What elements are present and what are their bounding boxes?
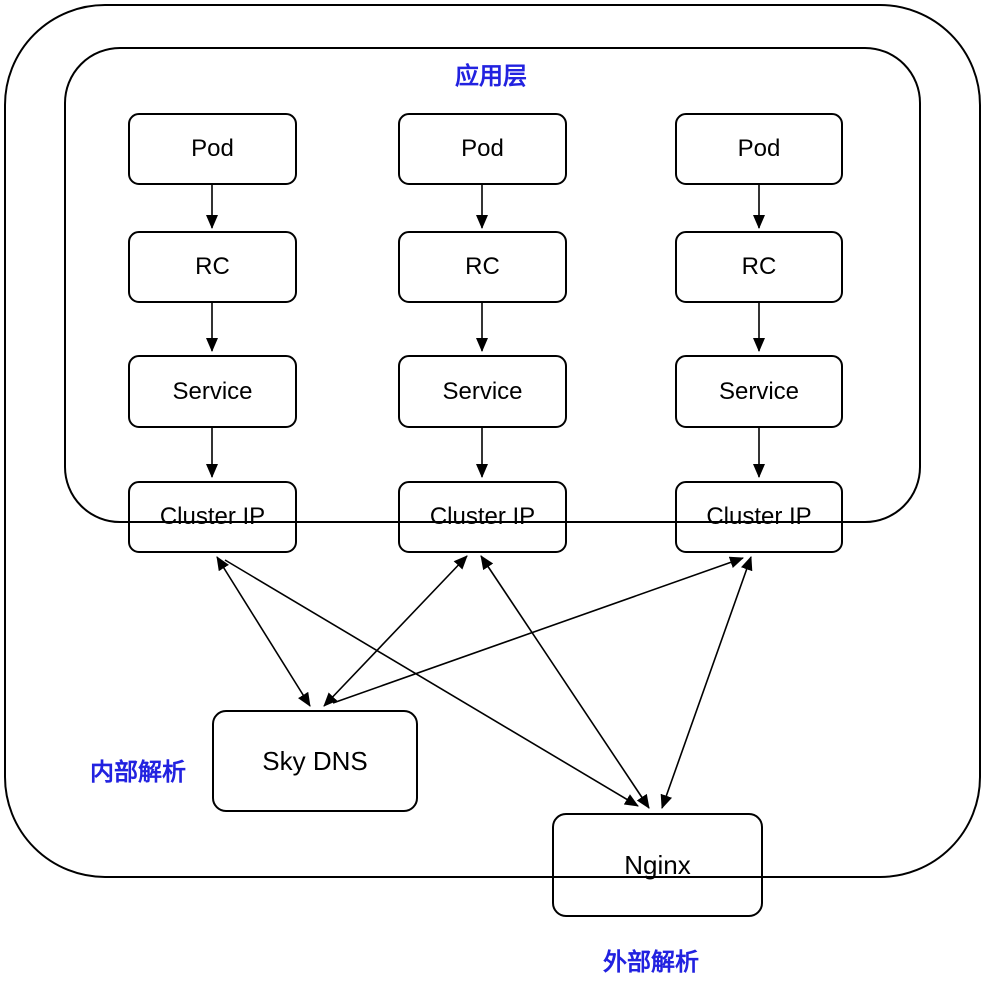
app-layer-label: 应用层 (455, 63, 527, 90)
node-service-3: Service (675, 355, 843, 428)
node-cluster-ip-1: Cluster IP (128, 481, 297, 553)
node-service-2: Service (398, 355, 567, 428)
node-sky-dns: Sky DNS (212, 710, 418, 812)
node-rc-2: RC (398, 231, 567, 303)
edge-clusterip3-nginx (660, 556, 753, 809)
node-rc-3: RC (675, 231, 843, 303)
external-resolution-label: 外部解析 (603, 949, 699, 976)
edge-clusterip2-skydns (323, 555, 468, 707)
node-service-1: Service (128, 355, 297, 428)
node-nginx: Nginx (552, 813, 763, 917)
internal-resolution-label: 内部解析 (90, 759, 186, 786)
node-cluster-ip-3: Cluster IP (675, 481, 843, 553)
node-cluster-ip-2: Cluster IP (398, 481, 567, 553)
node-pod-2: Pod (398, 113, 567, 185)
node-rc-1: RC (128, 231, 297, 303)
node-pod-1: Pod (128, 113, 297, 185)
edge-clusterip2-nginx (480, 555, 650, 809)
node-pod-3: Pod (675, 113, 843, 185)
edge-skydns-clusterip3 (332, 556, 744, 704)
edge-clusterip1-skydns (216, 556, 311, 707)
